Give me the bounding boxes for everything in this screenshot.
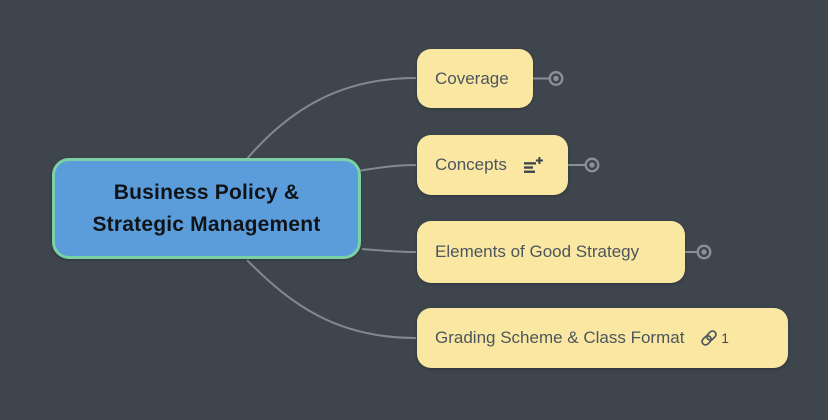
connector-root-to-concepts	[357, 164, 417, 172]
root-node[interactable]: Business Policy & Strategic Management	[52, 158, 361, 259]
topic-label: Coverage	[435, 68, 509, 88]
topic-node-concepts[interactable]: Concepts	[417, 135, 568, 195]
notes-plus-icon[interactable]	[523, 156, 543, 175]
root-label-line2: Strategic Management	[92, 212, 321, 236]
connector-root-to-elements	[361, 248, 417, 253]
link-icon	[700, 329, 718, 347]
root-node-label: Business Policy & Strategic Management	[92, 177, 320, 241]
connector-root-to-coverage	[245, 77, 417, 161]
topic-label: Grading Scheme & Class Format	[435, 328, 685, 347]
link-count: 1	[721, 330, 729, 346]
expander-elements[interactable]	[684, 244, 712, 260]
topic-node-elements[interactable]: Elements of Good Strategy	[417, 221, 685, 283]
topic-label: Elements of Good Strategy	[435, 242, 640, 261]
topic-node-grading[interactable]: Grading Scheme & Class Format 1	[417, 308, 788, 368]
attachment-link-badge[interactable]: 1	[700, 329, 729, 347]
expander-concepts[interactable]	[568, 157, 600, 173]
topic-node-coverage[interactable]: Coverage	[417, 49, 533, 108]
topic-label: Concepts	[435, 155, 507, 174]
connector-root-to-grading	[246, 259, 417, 339]
root-label-line1: Business Policy &	[113, 180, 300, 204]
expander-coverage[interactable]	[533, 71, 564, 86]
